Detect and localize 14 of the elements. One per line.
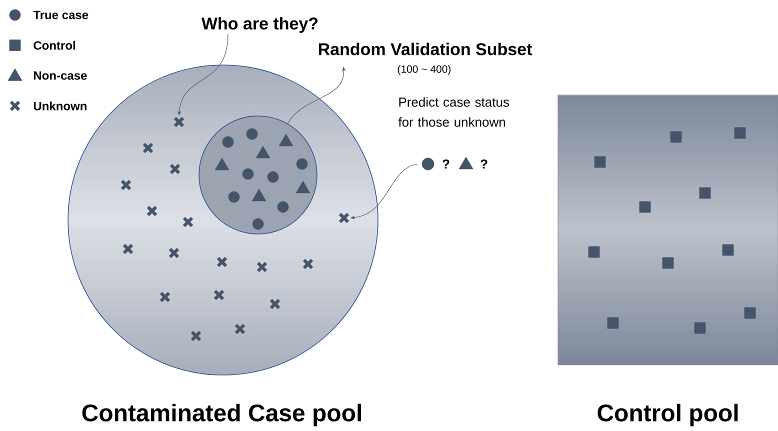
legend-label: Unknown	[34, 102, 86, 110]
question-mark: ?	[442, 159, 450, 169]
subtitle: (100 ~ 400)	[398, 65, 451, 75]
question-mark: ?	[480, 159, 488, 169]
legend-label: Non-case	[34, 71, 87, 80]
heading: Random Validation Subset	[318, 42, 532, 56]
cross-marker	[173, 116, 185, 128]
pool-title: Control pool	[598, 404, 738, 426]
legend-label: Control	[34, 40, 75, 50]
note: Predict case status for those unknown	[398, 97, 509, 127]
pool-title: Contaminated Case pool	[82, 404, 361, 426]
heading: Who are they?	[201, 17, 318, 33]
legend-label: True case	[33, 10, 88, 20]
cross-marker	[338, 212, 350, 224]
